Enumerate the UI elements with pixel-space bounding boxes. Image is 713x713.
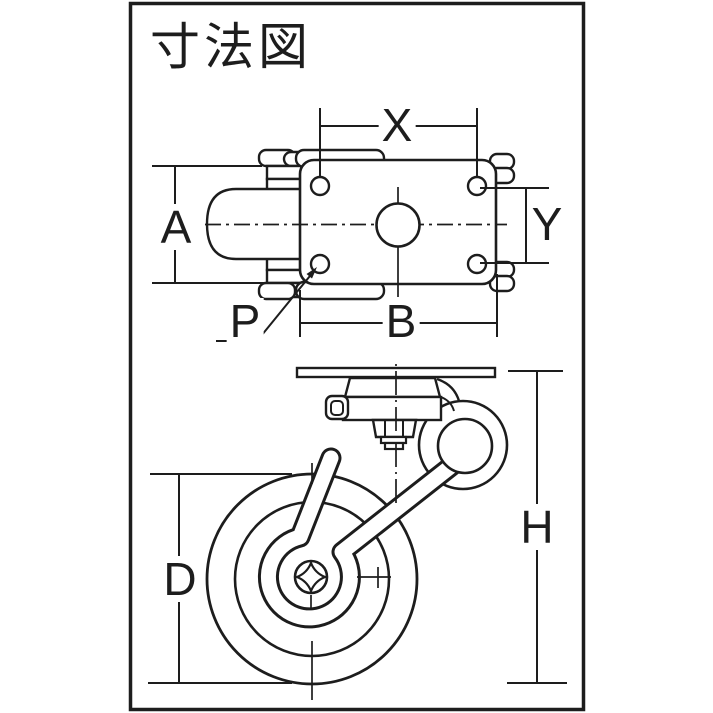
dim-label-a: A [157,204,195,250]
dim-label-d: D [160,556,200,602]
ring-housing-fillet-inner [440,396,455,412]
housing-side-tab-inner [330,400,344,416]
kingpin-nut-step2 [383,441,405,451]
frame-border [128,1,586,712]
dimension-y [480,187,549,264]
mounting-holes [309,175,488,275]
dim-label-h: H [517,504,557,550]
dim-label-x: X [378,102,416,148]
dim-label-y: Y [528,201,566,247]
swivel-housing-body [341,395,443,422]
ring-mount-inner [436,417,494,475]
kingpin-nut-facets [384,420,404,437]
kingpin-nut [371,418,418,439]
drawing-title: 寸法図 [150,19,312,75]
center-bolt-hole [375,202,421,248]
center-marks [310,463,391,700]
dim-label-b: B [382,298,420,344]
side-view [148,364,567,700]
wire-bracket-fill [260,450,467,626]
phillips-screw-icon [294,560,328,594]
swivel-housing-upper [343,376,442,399]
ring-housing-fillet-outer [436,377,461,402]
top-view [152,108,549,342]
dim-label-p: P [226,298,264,344]
